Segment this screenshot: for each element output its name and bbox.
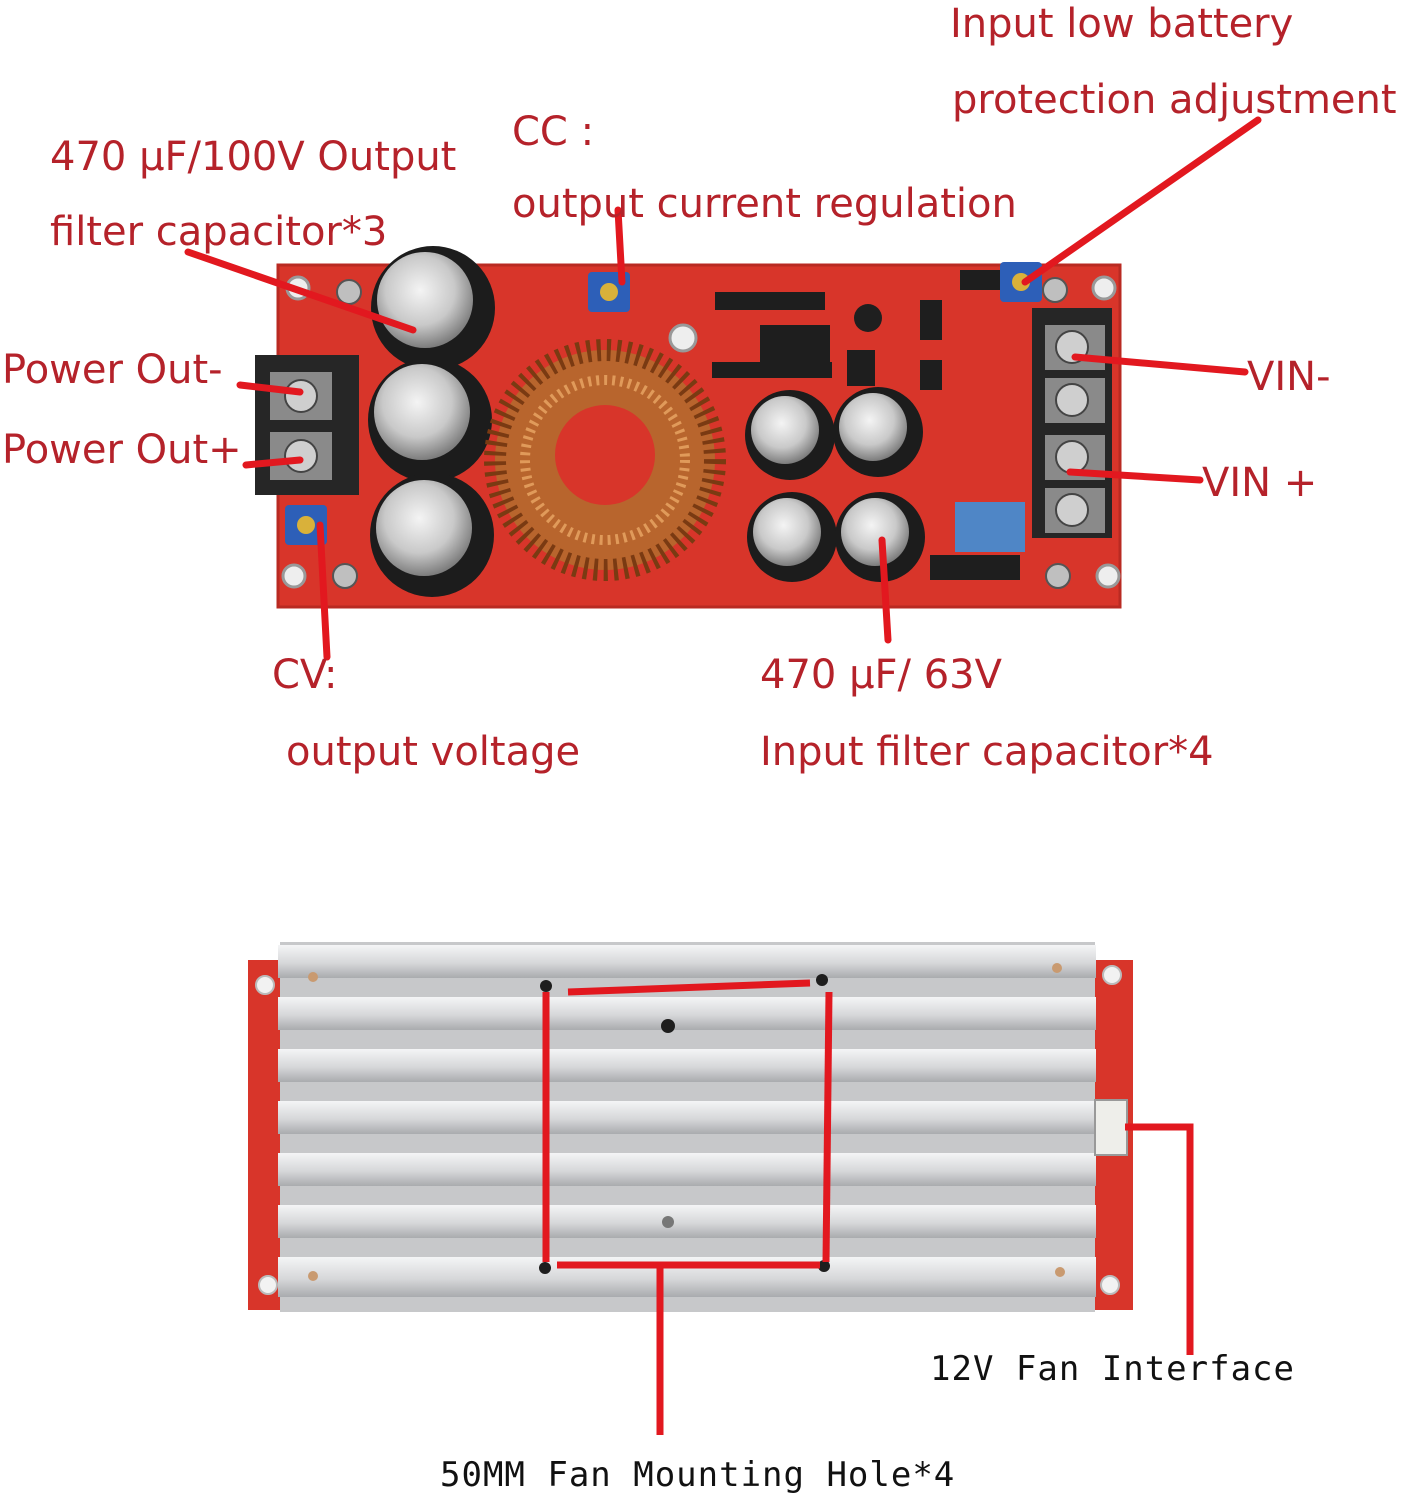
leader-output-cap <box>184 248 417 334</box>
label-vin-plus: VIN + <box>1202 460 1318 506</box>
heatsink <box>278 942 1096 1312</box>
leader-fan-interface <box>1125 1123 1194 1355</box>
fan-connector-bottom <box>1094 1099 1128 1156</box>
leader-cc <box>614 206 626 286</box>
pcb-smd-components <box>712 270 1020 580</box>
label-vin-minus: VIN- <box>1247 354 1331 400</box>
leader-power-out-minus <box>236 381 304 396</box>
leader-input-cap <box>878 536 892 644</box>
fan-mounting-holes <box>539 974 830 1274</box>
small-capacitor <box>854 304 882 332</box>
pcb-bottom-view <box>248 942 1133 1312</box>
label-input-low-battery-line2: protection adjustment <box>952 77 1397 123</box>
vin-terminal <box>1032 308 1112 538</box>
potentiometers <box>285 262 1042 545</box>
leader-cv <box>316 521 331 661</box>
label-cv-line1: CV: <box>272 652 338 698</box>
label-cc-line2: output current regulation <box>512 181 1017 227</box>
bottom-leader-lines <box>542 979 1194 1435</box>
label-output-capacitor-line1: 470 μF/100V Output <box>50 134 457 180</box>
label-output-capacitor-line2: filter capacitor*3 <box>50 209 388 255</box>
leader-vin-plus <box>1066 468 1204 484</box>
pcb-corner-holes <box>255 965 1122 1295</box>
output-filter-capacitors <box>368 246 495 597</box>
label-power-out-plus: Power Out+ <box>2 427 242 473</box>
fan-connector-top <box>955 502 1025 552</box>
label-input-low-battery-line1: Input low battery <box>950 1 1294 47</box>
label-power-out-minus: Power Out- <box>2 347 223 393</box>
power-out-terminal <box>255 355 359 495</box>
label-cv-line2: output voltage <box>286 729 581 775</box>
leader-low-battery <box>1021 116 1262 286</box>
top-leader-lines <box>184 116 1262 661</box>
label-12v-fan-interface: 12V Fan Interface <box>930 1349 1295 1389</box>
label-50mm-fan-mounting-hole: 50MM Fan Mounting Hole*4 <box>440 1455 956 1495</box>
pcb-screws <box>332 277 1071 589</box>
leader-power-out-plus <box>242 456 304 469</box>
label-cc-line1: CC : <box>512 109 595 155</box>
toroid-inductor <box>484 339 726 581</box>
leader-vin-minus <box>1071 353 1249 376</box>
label-input-capacitor-line1: 470 μF/ 63V <box>760 652 1002 698</box>
pcb-top-view <box>255 246 1122 609</box>
label-input-capacitor-line2: Input filter capacitor*4 <box>760 729 1214 775</box>
input-filter-capacitors <box>745 387 925 582</box>
heatsink-screws <box>308 963 1065 1281</box>
